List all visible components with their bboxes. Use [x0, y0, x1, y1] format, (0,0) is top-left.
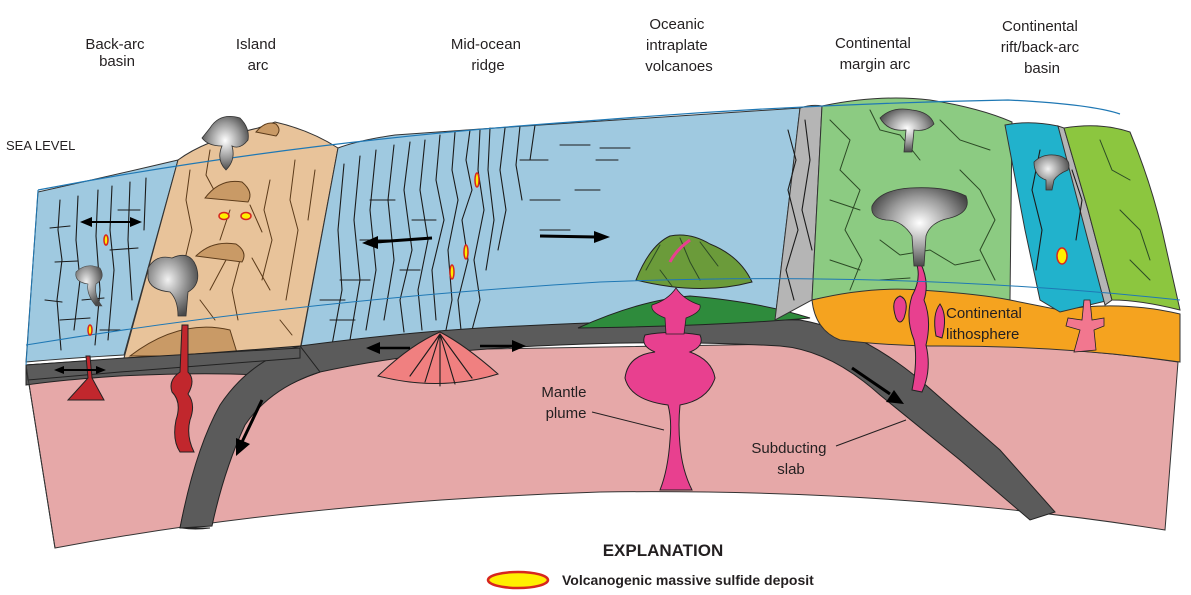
rift-magma	[1065, 299, 1105, 353]
island-arc-eruption-cloud	[147, 115, 249, 317]
label-mid-ocean-ridge: Mid-ocean ridge	[451, 36, 525, 74]
label-island-arc: Island arc	[236, 36, 280, 74]
island-arc-magma	[170, 324, 195, 453]
motion-arrows	[54, 217, 904, 456]
mantle-plume-leader	[591, 411, 665, 431]
label-oceanic-intraplate-volcanoes: Oceanic intraplate volcanoes	[645, 16, 713, 75]
slab-east-arrow	[851, 366, 904, 404]
rift-basin-teal	[1004, 122, 1111, 313]
block-left-edge	[25, 364, 56, 549]
plume-conduit	[651, 287, 701, 335]
label-continental-rift: Continental rift/back-arc basin	[1001, 18, 1084, 77]
legend-sulfide-symbol	[486, 570, 550, 590]
island-arc-cracks	[179, 149, 316, 336]
back-arc-smoke	[75, 265, 103, 307]
plume-feeder	[668, 238, 691, 263]
ridge-left-arrow	[362, 236, 433, 249]
sea-level-line	[37, 99, 1121, 191]
back-arc-spreading-arrow	[80, 217, 142, 227]
label-subducting-slab: Subducting slab	[751, 440, 830, 478]
slab-west-arrow	[236, 399, 264, 456]
sea-level-back	[25, 278, 1181, 346]
sulfide-deposit	[103, 234, 109, 246]
ridge-lower-left-arrow	[366, 342, 410, 354]
explanation-legend: EXPLANATION Volcanogenic massive sulfide…	[486, 541, 814, 590]
rift-green-block	[1063, 125, 1181, 311]
ridge-right-arrow	[539, 231, 610, 243]
rift-eruption-cloud	[1033, 154, 1070, 191]
back-arc-lower-arrow	[54, 366, 106, 374]
sulfide-deposit	[240, 211, 252, 221]
legend-title: EXPLANATION	[603, 541, 724, 560]
sulfide-deposit	[463, 244, 469, 260]
sulfide-deposits	[87, 172, 1068, 336]
continental-arc-eruption-cloud	[871, 108, 968, 267]
sulfide-deposit	[218, 211, 230, 221]
sulfide-deposit	[474, 172, 480, 188]
ridge-lower-right-arrow	[480, 340, 526, 352]
sulfide-deposit	[87, 324, 93, 336]
seamount-volcano	[635, 234, 753, 290]
block-top-edge	[25, 189, 39, 366]
label-continental-margin-arc: Continental margin arc	[835, 35, 915, 73]
back-arc-magma	[66, 355, 105, 401]
label-mantle-plume: Mantle plume	[541, 384, 590, 422]
seamount-cracks	[645, 237, 719, 287]
gray-margin-cracks	[785, 119, 813, 301]
subducting-slab-leader	[835, 419, 907, 447]
subducting-slab-west	[179, 345, 321, 529]
island-arc-cone	[255, 122, 280, 137]
island-arc-cone	[194, 242, 245, 263]
legend-item-label: Volcanogenic massive sulfide deposit	[562, 572, 814, 588]
ridge-magma-chamber	[377, 331, 500, 384]
sulfide-deposit	[449, 264, 455, 280]
label-continental-lithosphere: Continental lithosphere	[946, 305, 1026, 343]
label-back-arc-basin: Back-arc basin	[85, 36, 148, 70]
ridge-cracks	[319, 124, 631, 346]
ridge-magma-lines	[409, 333, 473, 387]
label-sea-level: SEA LEVEL	[6, 138, 75, 153]
island-arc-cone	[204, 180, 251, 203]
sulfide-deposit	[1056, 247, 1068, 265]
